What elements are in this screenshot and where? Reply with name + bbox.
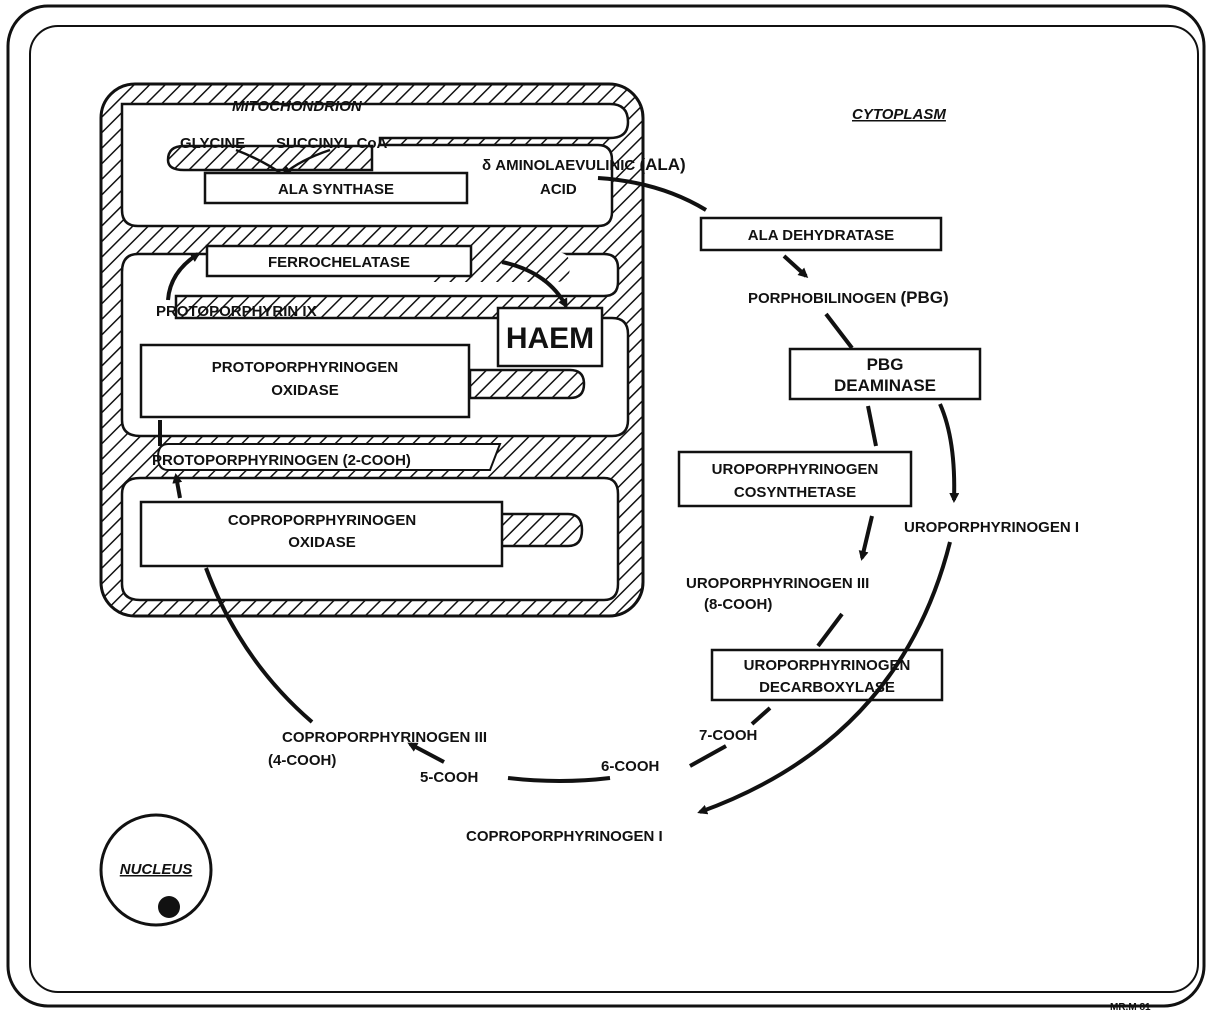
pbg-deaminase-label-1: PBG [867,355,904,374]
nucleus-label: NUCLEUS [120,861,193,878]
copro-oxidase-label-1: COPROPORPHYRINOGEN [228,512,416,529]
uro-cosynthetase-label-2: COSYNTHETASE [734,484,856,501]
uro-III-label-2: (8-COOH) [704,596,772,613]
arrow-7-to-6 [690,746,726,766]
pbg-name: PORPHOBILINOGEN [748,290,901,307]
pbg-deaminase-label-2: DEAMINASE [834,376,936,395]
cooh-6-label: 6-COOH [601,758,659,775]
uro-cosynthetase-label-1: UROPORPHYRINOGEN [712,461,879,478]
haem-label: HAEM [506,322,594,355]
copro-III-label-1: COPROPORPHYRINOGEN III [282,729,487,746]
arrow-5-to-copro-III [410,744,444,762]
pbg-abbr: (PBG) [901,288,949,307]
uro-decarboxylase-label-1: UROPORPHYRINOGEN [744,657,911,674]
cooh-7-label: 7-COOH [699,727,757,744]
ferrochelatase-label: FERROCHELATASE [268,254,410,271]
nucleus: NUCLEUS [101,815,211,925]
protoporphyrinogen-label: PROTOPORPHYRINOGEN (2-COOH) [152,452,411,469]
ala-name: δ AMINOLAEVULINIC [482,157,639,174]
arrow-to-uro-I [940,404,954,500]
pbg-label: PORPHOBILINOGEN (PBG) [748,288,949,307]
succinyl-coa-label: SUCCINYL CoA [276,135,388,152]
arrow-deaminase-to-cosynthetase [868,406,876,446]
cooh-5-label: 5-COOH [420,769,478,786]
ala-acid-label: ACID [540,181,577,198]
ala-dehydratase-label: ALA DEHYDRATASE [748,227,894,244]
glycine-label: GLYCINE [180,135,245,152]
cytoplasm-label: CYTOPLASM [852,106,946,123]
copro-III-label-2: (4-COOH) [268,752,336,769]
ala-label: δ AMINOLAEVULINIC (ALA) [482,155,686,174]
arrow-6-to-5 [508,778,610,781]
copro-I-label: COPROPORPHYRINOGEN I [466,828,663,845]
ala-synthase-label: ALA SYNTHASE [278,181,394,198]
protoporphyrin-ix-label: PROTOPORPHYRIN IX [156,303,317,320]
ala-abbr: (ALA) [639,155,685,174]
mitochondrion-label: MITOCHONDRION [232,98,363,115]
arrow-uro-III-to-decarboxylase [818,614,842,646]
protox-box [141,345,469,417]
corner-tag: MR.M 81· [1110,1002,1154,1013]
arrow-to-pbg [784,256,806,276]
copro-oxidase-label-2: OXIDASE [288,534,356,551]
arrow-pbg-to-deaminase [826,314,852,348]
uro-I-label: UROPORPHYRINOGEN I [904,519,1079,536]
protox-label-2: OXIDASE [271,382,339,399]
arrow-decarboxylase-to-7cooh [752,708,770,724]
uro-III-label-1: UROPORPHYRINOGEN III [686,575,869,592]
protox-label-1: PROTOPORPHYRINOGEN [212,359,398,376]
arrow-to-uro-III [862,516,872,558]
